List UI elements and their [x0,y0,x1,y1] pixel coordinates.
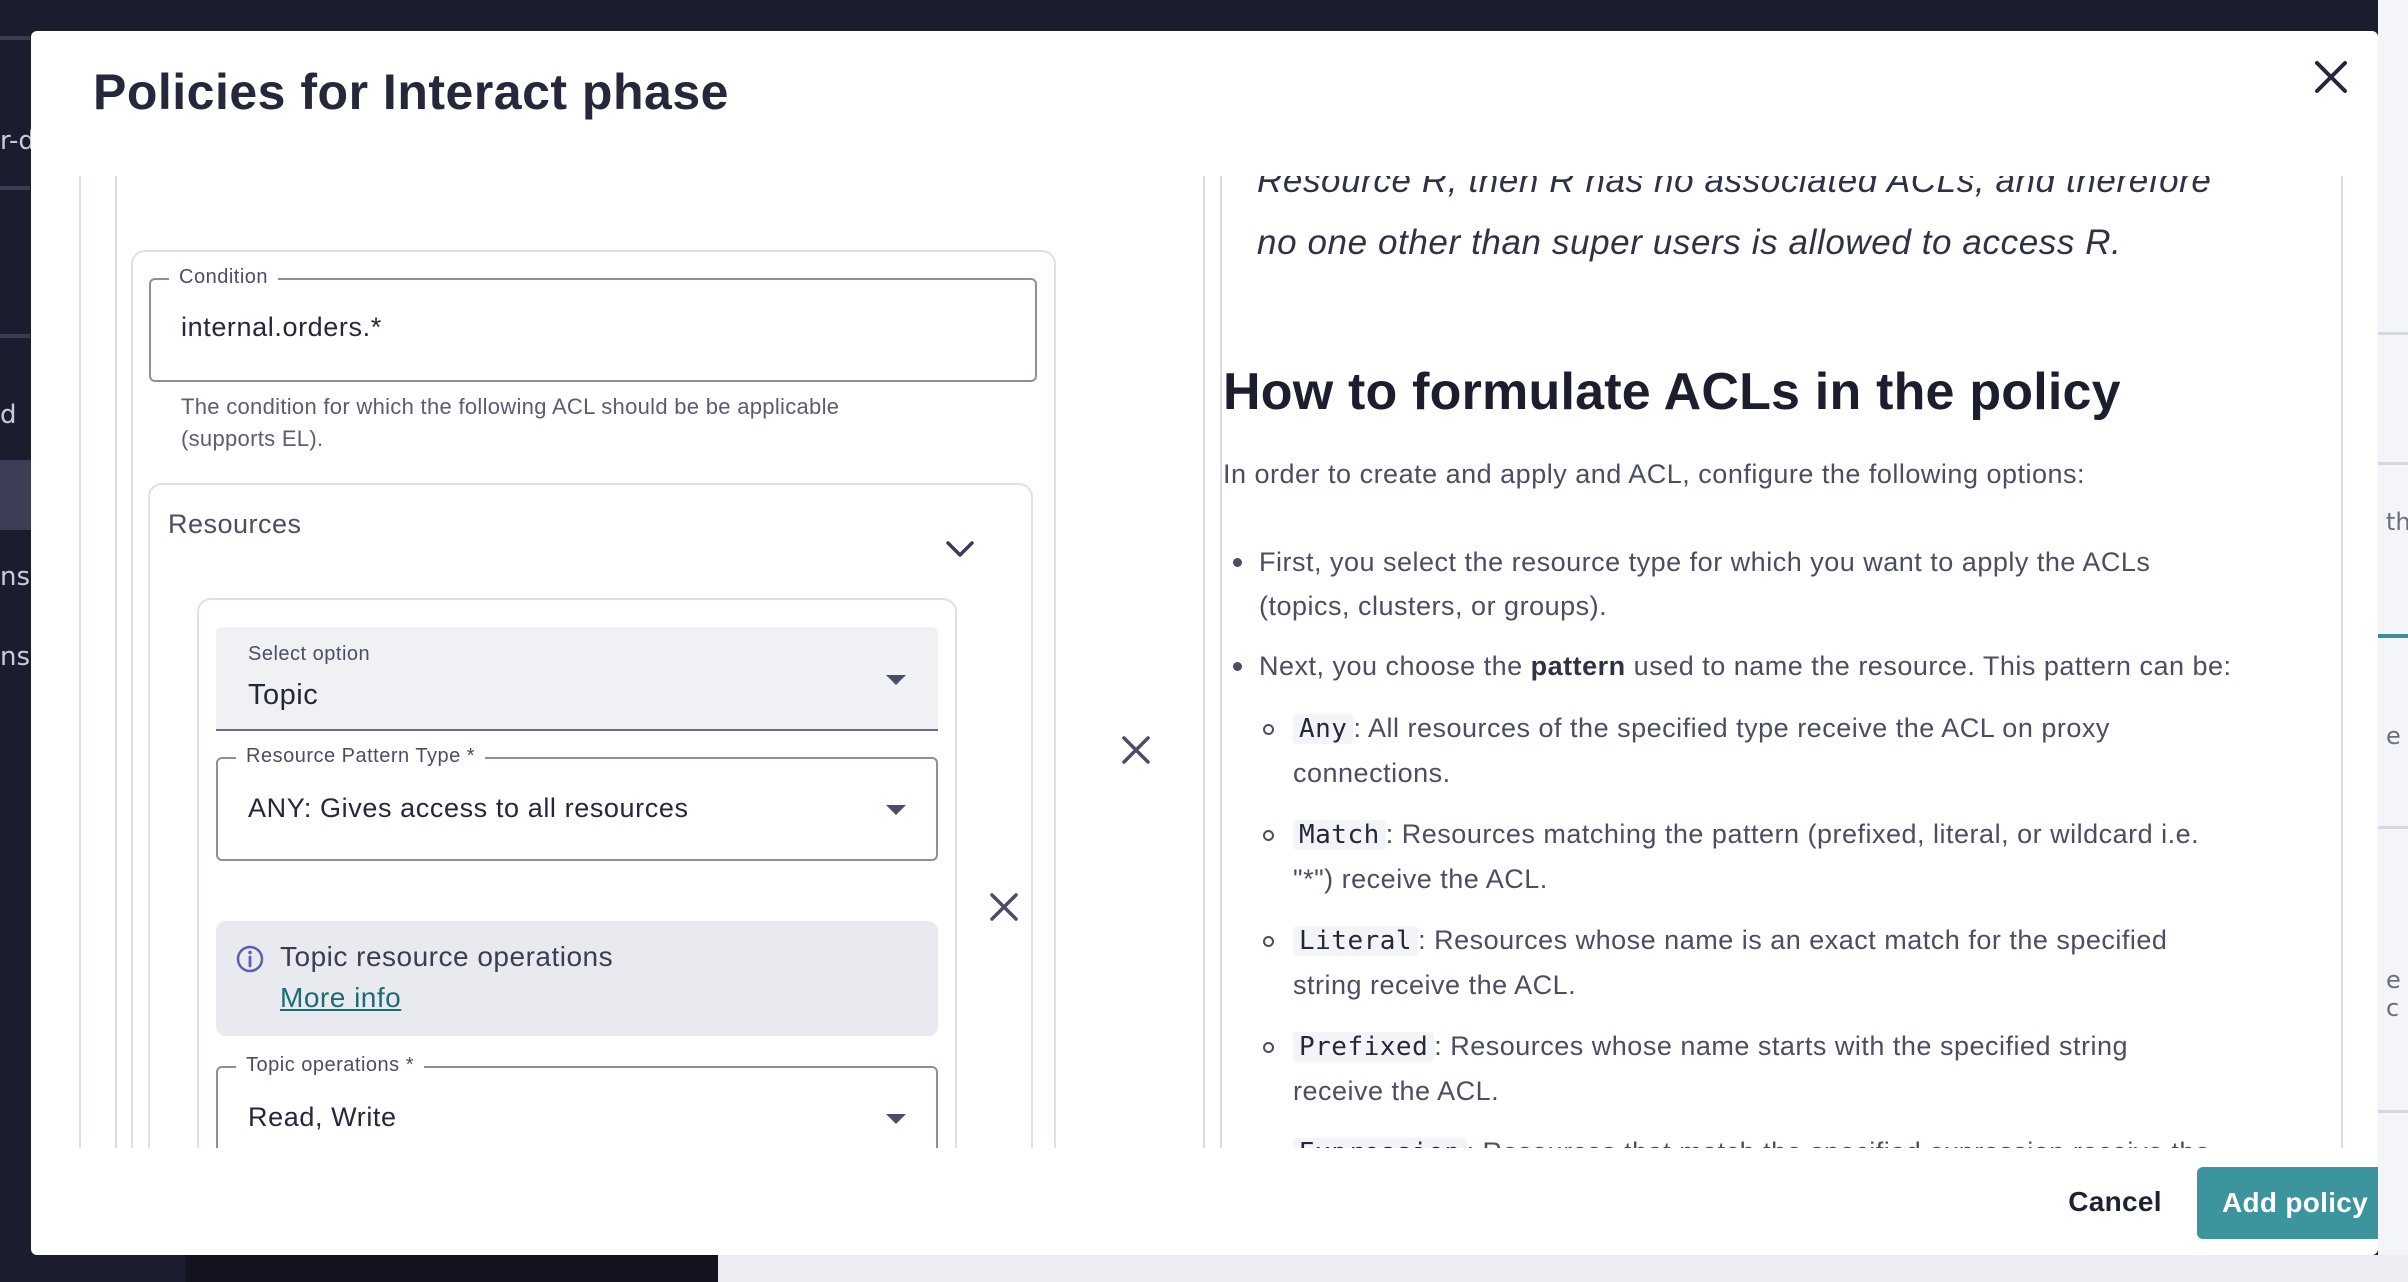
more-info-link[interactable]: More info [280,982,402,1013]
close-icon [2315,61,2347,93]
ring-bullet-icon [1263,936,1274,947]
bg-divider [0,334,30,338]
topic-operations-label: Topic operations * [236,1054,424,1077]
resource-type-value: Topic [248,679,319,711]
add-policy-button[interactable]: Add policy [2197,1167,2378,1239]
remove-acl-button[interactable] [1116,730,1156,770]
condition-value: internal.orders.* [181,312,382,342]
doc-list-item: Next, you choose the pattern used to nam… [1259,651,2232,681]
doc-intro: In order to create and apply and ACL, co… [1223,459,2086,489]
bg-left-text: ns [0,562,31,592]
doc-list-item: First, you select the resource type for … [1259,547,2151,621]
remove-resource-button[interactable] [984,887,1024,927]
acl-card [131,250,1056,1148]
ring-bullet-icon [1263,724,1274,735]
bg-right-panel: th e e c [2378,0,2408,1282]
resources-section: Resources [148,483,1033,1148]
modal-body[interactable]: Condition internal.orders.* The conditio… [31,176,2378,1148]
ring-bullet-icon [1263,830,1274,841]
pattern-type-label: Resource Pattern Type * [236,745,486,768]
bg-left-text: ns [0,642,31,672]
resource-type-label: Select option [248,643,371,665]
bg-left-text: d [0,400,17,430]
resource-type-select[interactable]: Select option Topic [216,627,938,731]
policies-modal: Policies for Interact phase Condition in… [31,31,2378,1255]
doc-italic-text: no one other than super users is allowed… [1257,223,2122,262]
bg-left-text: r-d [0,126,35,156]
pattern-type-value: ANY: Gives access to all resources [248,793,689,823]
info-title: Topic resource operations [280,941,614,972]
doc-sublist-item: Match: Resources matching the pattern (p… [1293,819,2200,894]
dropdown-caret-icon [886,675,906,685]
topic-operations-info: Topic resource operations More info [216,921,938,1036]
dropdown-caret-icon [886,805,906,815]
documentation-panel: Resource R, then R has no associated ACL… [1203,176,2343,1148]
resources-title: Resources [168,509,302,539]
condition-helper: The condition for which the following AC… [181,394,840,451]
resource-pattern-type-select[interactable]: Resource Pattern Type * ANY: Gives acces… [216,745,938,861]
bg-selected-item [0,460,32,530]
doc-italic-text: Resource R, then R has no associated ACL… [1257,176,2212,200]
topic-operations-value: Read, Write [248,1102,397,1132]
bg-divider [0,186,30,190]
condition-label: Condition [169,266,279,289]
doc-heading: How to formulate ACLs in the policy [1223,363,2121,421]
resource-item-card [197,598,957,1148]
cancel-button[interactable]: Cancel [2040,1169,2190,1235]
info-icon [236,945,264,973]
doc-sublist-item: Expression: Resources that match the spe… [1293,1130,2210,1148]
doc-sublist-item: Prefixed: Resources whose name starts wi… [1293,1031,2129,1106]
bullet-icon [1233,662,1242,671]
modal-title: Policies for Interact phase [93,64,729,120]
ring-bullet-icon [1263,1042,1274,1053]
bg-right-text: th [2386,508,2408,536]
dropdown-caret-icon [886,1114,906,1124]
acl-form-column [79,176,1222,1148]
condition-field[interactable]: Condition internal.orders.* [149,266,1037,382]
bullet-icon [1233,558,1242,567]
bg-right-text: e [2386,722,2401,750]
close-modal-button[interactable] [2307,53,2355,101]
topic-operations-select[interactable]: Topic operations * Read, Write [216,1054,938,1148]
chevron-down-icon[interactable] [940,529,980,569]
bg-divider [0,36,30,40]
doc-sublist-item: Literal: Resources whose name is an exac… [1293,925,2168,1000]
doc-sublist-item: Any: All resources of the specified type… [1293,713,2110,788]
bg-right-text: e c [2386,966,2401,1022]
